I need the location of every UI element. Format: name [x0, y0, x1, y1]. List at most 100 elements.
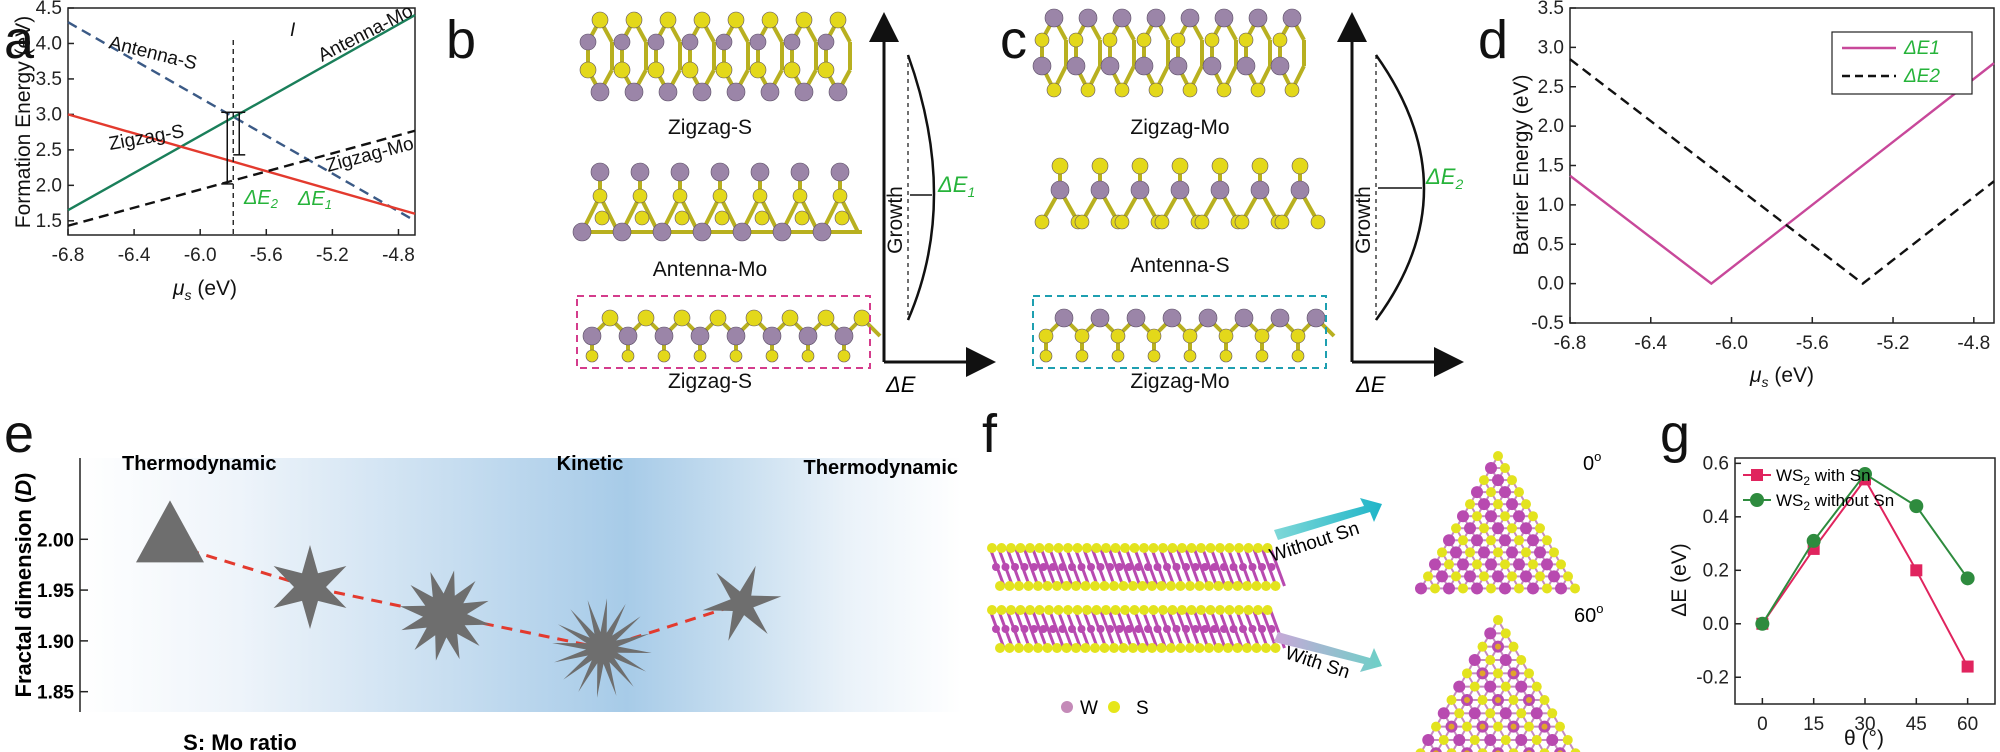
- slab-s-atom: [1243, 605, 1254, 615]
- slab-w-atom: [1201, 563, 1209, 571]
- s-atom: [1493, 615, 1503, 625]
- mo-atom: [1112, 8, 1132, 28]
- s-atom: [1170, 32, 1186, 48]
- s-atom: [659, 11, 677, 29]
- s-atom: [1485, 708, 1496, 719]
- y-tick-label: 4.5: [36, 0, 62, 19]
- x-tick-label: -5.2: [316, 245, 349, 266]
- s-atom: [1500, 734, 1511, 745]
- s-atom: [1514, 487, 1524, 498]
- mo-atom: [1066, 56, 1086, 76]
- legend-w-label: W: [1080, 698, 1098, 719]
- mo-atom: [681, 33, 699, 51]
- s-atom: [1465, 547, 1475, 558]
- w-atom: [1499, 486, 1511, 499]
- w-atom: [1484, 733, 1497, 746]
- s-atom: [1458, 583, 1468, 594]
- s-atom: [1549, 547, 1559, 558]
- x-tick-label: -5.6: [1796, 333, 1829, 354]
- slab-s-atom: [1185, 643, 1195, 653]
- slab-s-atom: [1034, 543, 1045, 553]
- triangle-with-sn: [1415, 615, 1581, 752]
- s-atom: [1446, 748, 1457, 752]
- mo-atom: [760, 82, 780, 102]
- s-atom: [1204, 32, 1220, 48]
- slab-s-atom: [1215, 605, 1225, 615]
- mo-atom: [1250, 180, 1270, 200]
- s-atom: [794, 210, 810, 226]
- slab-w-atom: [1106, 563, 1114, 571]
- sn-atom: [1464, 696, 1470, 703]
- slab-w-atom: [1258, 563, 1266, 571]
- w-atom: [1436, 570, 1448, 583]
- legend-s-dot: [1108, 701, 1120, 713]
- s-atom: [1075, 349, 1089, 363]
- mo-atom: [1130, 180, 1150, 200]
- panel-c: c Zigzag-Mo Antenna-S Zigzag-Mo Growth Δ…: [1000, 8, 1464, 397]
- slab-s-atom: [1158, 543, 1168, 553]
- slab-w-atom: [1020, 563, 1029, 571]
- slab-s-atom: [1253, 605, 1263, 615]
- s-atom: [1091, 157, 1109, 175]
- slab-w-atom: [1068, 563, 1076, 571]
- slab-w-atom: [1172, 625, 1181, 633]
- s-atom: [783, 61, 801, 79]
- y-tick-label: 1.0: [1538, 195, 1564, 216]
- panel-c-xaxis-label: ΔE: [1355, 372, 1386, 397]
- label-antenna-s: Antenna-S: [1130, 254, 1229, 277]
- s-atom: [832, 188, 848, 204]
- slab-s-atom: [1234, 605, 1244, 615]
- mo-atom: [612, 222, 632, 242]
- slab-s-atom: [1061, 643, 1072, 653]
- s-atom: [1500, 628, 1511, 639]
- mo-atom: [798, 326, 818, 346]
- w-atom: [1485, 558, 1497, 571]
- slab-s-atom: [1147, 581, 1157, 591]
- angle-0-label: 0o: [1583, 449, 1601, 475]
- y-tick-label: 2.0: [1538, 116, 1564, 137]
- label-zigzag-s-bottom: Zigzag-S: [668, 370, 752, 393]
- sn-atom: [1495, 643, 1501, 650]
- slab-w-atom: [1039, 563, 1048, 571]
- slab-s-atom: [996, 605, 1007, 615]
- mo-atom: [828, 82, 848, 102]
- w-atom: [1548, 570, 1560, 583]
- slab-w-atom: [992, 563, 1000, 571]
- s-atom: [637, 309, 655, 327]
- slab-s-atom: [1072, 543, 1083, 553]
- slab-s-atom: [1223, 581, 1233, 591]
- panel-d-xlabel: μs (eV): [1749, 364, 1814, 390]
- s-atom: [1570, 748, 1581, 752]
- slab-s-atom: [1080, 643, 1091, 653]
- s-atom: [1508, 748, 1519, 752]
- slab-s-atom: [1204, 643, 1214, 653]
- s-atom: [817, 309, 835, 327]
- slab-w-atom: [1182, 625, 1190, 633]
- panel-label-b: b: [446, 10, 476, 70]
- x-tick-label: -5.2: [1877, 333, 1910, 354]
- slab-s-atom: [1137, 581, 1148, 591]
- slab-s-atom: [1224, 543, 1235, 553]
- slab-s-atom: [1213, 581, 1224, 591]
- series-line: [67, 113, 416, 215]
- slab-s-atom: [1128, 581, 1138, 591]
- legend-with-sn-label: WS2 with Sn: [1776, 466, 1871, 488]
- slab-s-atom: [1177, 605, 1187, 615]
- slab-s-atom: [1042, 581, 1053, 591]
- s-atom: [1539, 748, 1550, 752]
- slab-w-atom: [1058, 625, 1067, 633]
- slab-s-atom: [1129, 543, 1140, 553]
- y-tick-label: 1.90: [37, 632, 74, 653]
- s-atom: [1415, 748, 1426, 752]
- slab-s-atom: [1034, 605, 1045, 615]
- mo-atom: [726, 326, 746, 346]
- slab-s-atom: [1023, 643, 1034, 653]
- slab-s-atom: [1080, 581, 1091, 591]
- s-atom: [1183, 349, 1197, 363]
- slab-w-atom: [1115, 563, 1124, 571]
- panel-b-highlight-box: [576, 295, 871, 369]
- slab-s-atom: [1004, 581, 1015, 591]
- s-atom: [1542, 583, 1552, 594]
- w-atom: [1485, 510, 1497, 523]
- s-atom: [1046, 82, 1062, 98]
